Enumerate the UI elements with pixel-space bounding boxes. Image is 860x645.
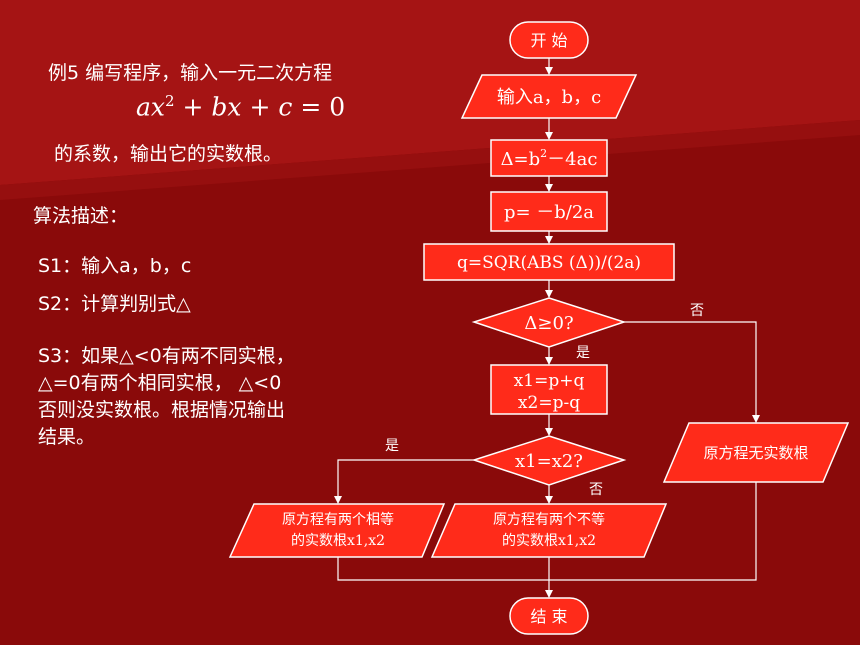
no-real-root-shape xyxy=(662,422,850,483)
distinct-roots-line-1: 原方程有两个不等 xyxy=(493,511,605,528)
arrow-d2-yes xyxy=(334,459,474,504)
p-shape xyxy=(490,191,608,232)
step-s3-line-3: 否则没实数根。根据情况输出 xyxy=(38,399,286,421)
delta-suffix: －4ac xyxy=(547,149,597,170)
eq-plus-2: + xyxy=(249,92,271,122)
start-label: 开 始 xyxy=(530,31,567,50)
roots-node: x1=p+q x2=p-q xyxy=(490,364,608,415)
step-s2: S2：计算判别式△ xyxy=(38,293,191,315)
decision-2: x1=x2? xyxy=(471,435,627,486)
distinct-roots-shape xyxy=(430,503,668,558)
algorithm-label: 算法描述： xyxy=(33,205,129,227)
start-terminal: 开 始 xyxy=(509,21,589,59)
eq-plus-1: + xyxy=(182,92,204,122)
q-shape xyxy=(423,243,675,281)
arrow-d1-no xyxy=(624,321,760,423)
example-subtitle: 的系数，输出它的实数根。 xyxy=(54,143,283,165)
roots-line-2: x2=p-q xyxy=(518,393,580,413)
delta-exponent: 2 xyxy=(540,147,547,160)
p-node: p= －b/2a xyxy=(490,191,608,232)
distinct-roots-line-2: 的实数根x1,x2 xyxy=(502,533,596,549)
eq-term-ax: ax xyxy=(136,92,166,122)
start-shape xyxy=(509,21,589,59)
d2-no-label: 否 xyxy=(589,482,603,498)
d2-yes-label: 是 xyxy=(385,438,399,454)
no-real-root-label: 原方程无实数根 xyxy=(703,444,808,462)
roots-line-1: x1=p+q xyxy=(514,371,585,391)
eq-zero: 0 xyxy=(329,92,346,122)
line-equal-roots-down xyxy=(337,557,549,581)
delta-label: Δ=b2－4ac xyxy=(501,147,598,170)
no-real-root-node: 原方程无实数根 xyxy=(662,422,850,483)
input-node: 输入a，b，c xyxy=(460,74,638,119)
q-label: q=SQR(ABS (Δ))/(2a) xyxy=(457,253,641,273)
input-label: 输入a，b，c xyxy=(497,87,601,108)
connectors xyxy=(334,58,760,598)
step-s3-line-4: 结果。 xyxy=(38,426,96,448)
decision-1-shape xyxy=(471,297,627,348)
equal-roots-line-1: 原方程有两个相等 xyxy=(282,511,394,528)
step-s3-line-1: S3：如果△<0有两不同实根， xyxy=(38,345,295,367)
example-title: 例5 编写程序，输入一元二次方程 xyxy=(48,62,333,84)
end-terminal: 结 束 xyxy=(509,597,589,635)
quadratic-equation: ax2 + bx + c = 0 xyxy=(136,92,345,121)
step-s3-line-2: △=0有两个相同实根， △<0 xyxy=(38,372,282,394)
decision-1-label: Δ≥0? xyxy=(524,313,573,334)
d1-yes-label: 是 xyxy=(576,345,590,361)
step-s3: S3：如果△<0有两不同实根， △=0有两个相同实根， △<0 否则没实数根。根… xyxy=(38,343,295,451)
delta-node: Δ=b2－4ac xyxy=(490,139,608,177)
decision-2-shape xyxy=(471,435,627,486)
eq-exponent: 2 xyxy=(165,92,175,110)
eq-term-bx: bx xyxy=(211,92,242,122)
p-label: p= －b/2a xyxy=(504,202,594,223)
decision-1: Δ≥0? xyxy=(471,297,627,348)
roots-shape xyxy=(490,364,608,415)
input-shape xyxy=(460,74,638,119)
eq-term-c: c xyxy=(278,92,293,122)
decision-2-label: x1=x2? xyxy=(515,451,583,472)
line-noroot-down xyxy=(549,482,757,581)
equal-roots-shape xyxy=(228,503,446,558)
end-label: 结 束 xyxy=(530,607,567,626)
d1-no-label: 否 xyxy=(690,303,704,319)
delta-prefix: Δ=b xyxy=(501,149,541,170)
end-shape xyxy=(509,597,589,635)
eq-equals: = xyxy=(300,92,322,122)
distinct-roots-node: 原方程有两个不等 的实数根x1,x2 xyxy=(430,503,668,558)
equal-roots-node: 原方程有两个相等 的实数根x1,x2 xyxy=(228,503,446,558)
equal-roots-line-2: 的实数根x1,x2 xyxy=(291,533,385,549)
delta-shape xyxy=(490,139,608,177)
step-s1: S1：输入a，b，c xyxy=(38,255,192,277)
q-node: q=SQR(ABS (Δ))/(2a) xyxy=(423,243,675,281)
